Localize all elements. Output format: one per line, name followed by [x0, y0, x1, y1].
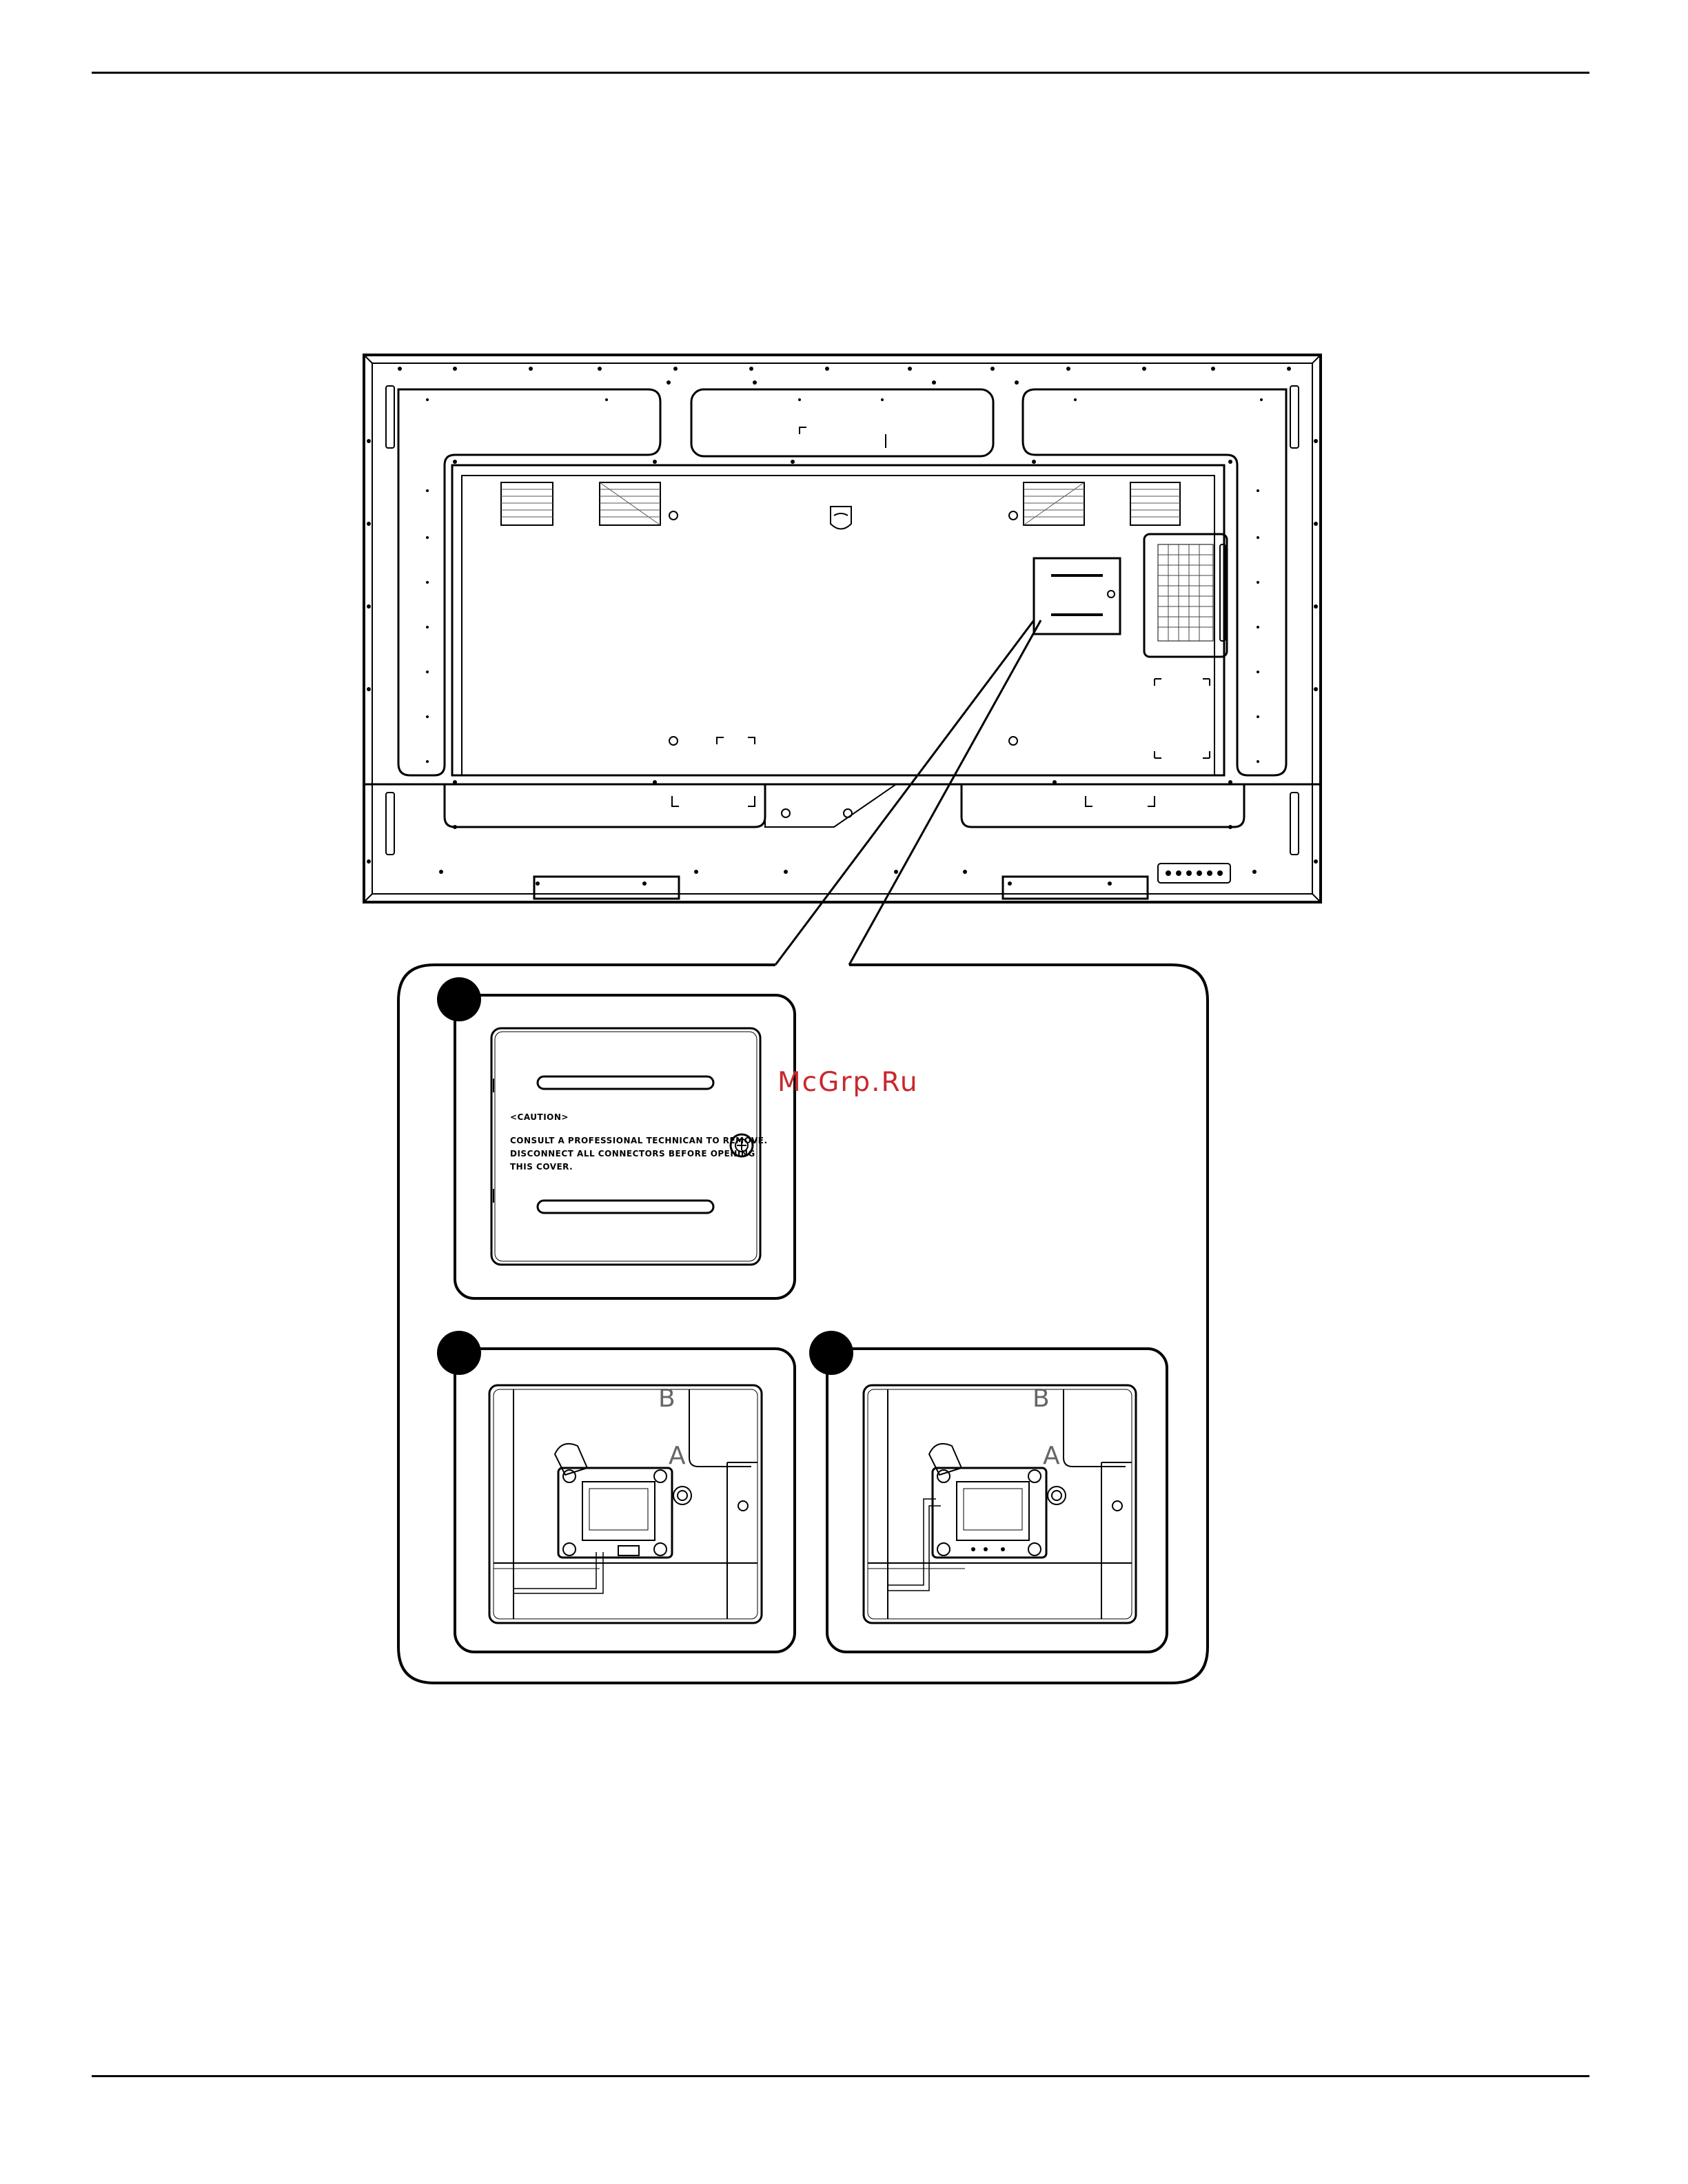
callout-pointer — [775, 620, 1041, 965]
step2-label-a: A — [669, 1444, 686, 1469]
display-rear-view — [364, 355, 1344, 902]
cover-slot-bottom — [538, 1201, 713, 1213]
caution-line-3: THIS COVER. — [510, 1162, 573, 1172]
step3-label-b: B — [1033, 1387, 1050, 1411]
cover-slot-top — [538, 1076, 713, 1089]
caution-heading: <CAUTION> — [510, 1112, 569, 1122]
brand-logo-mark — [831, 507, 851, 529]
step2-marker — [437, 1331, 481, 1375]
step3-label-a: A — [1043, 1444, 1060, 1469]
step2-label-b: B — [658, 1387, 675, 1411]
step2-panel — [455, 1349, 795, 1652]
watermark-text: McGrp.Ru — [777, 1067, 919, 1098]
caution-line-2: DISCONNECT ALL CONNECTORS BEFORE OPENING — [510, 1149, 755, 1159]
step3-panel — [827, 1349, 1167, 1652]
caution-line-1: CONSULT A PROFESSIONAL TECHNICAN TO REMO… — [510, 1136, 768, 1145]
step1-panel — [455, 995, 795, 1298]
step1-marker — [437, 977, 481, 1021]
step3-marker — [809, 1331, 853, 1375]
